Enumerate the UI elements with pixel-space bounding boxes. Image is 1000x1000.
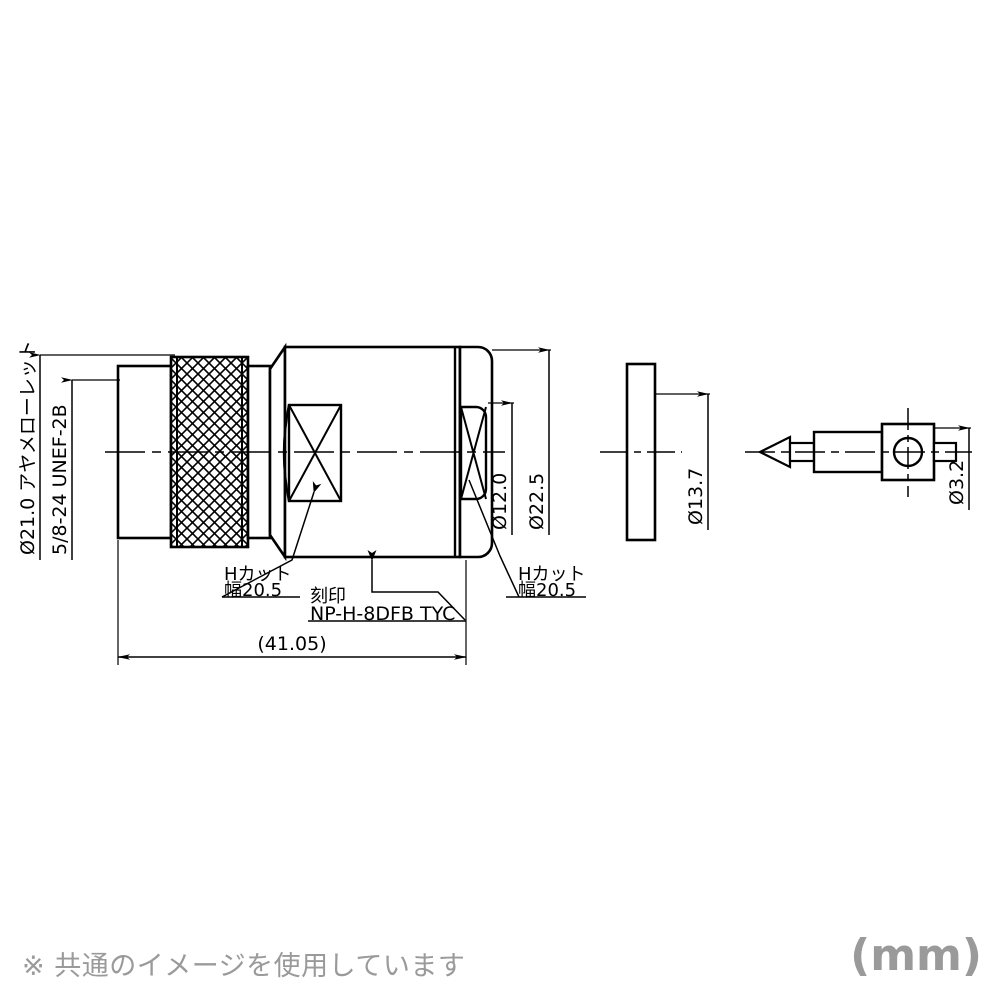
hcut-left-label-line2: 幅20.5 — [224, 580, 282, 601]
callout-stamp: 刻印 NP-H-8DFB TYC — [308, 550, 466, 625]
dimension-knurl-diameter: Ø21.0 アヤメローレット — [17, 340, 175, 560]
bore-diameter-label: Ø12.0 — [489, 473, 511, 530]
footnote-text: ※ 共通のイメージを使用しています — [22, 951, 466, 982]
dimension-thread-spec: 5/8-24 UNEF-2B — [49, 377, 120, 560]
thread-spec-label: 5/8-24 UNEF-2B — [49, 404, 71, 555]
body-diameter-label: Ø22.5 — [526, 473, 548, 530]
dimension-pin-diameter: Ø3.2 — [934, 425, 971, 510]
hcut-flat-right — [459, 405, 488, 501]
stamp-text-label: NP-H-8DFB TYC — [310, 603, 455, 625]
knurl-diameter-label: Ø21.0 アヤメローレット — [17, 340, 39, 555]
callout-hcut-left: Hカット 幅20.5 — [221, 481, 322, 601]
hcut-right-label-line2: 幅20.5 — [518, 580, 576, 601]
callout-hcut-right: Hカット 幅20.5 — [468, 479, 586, 601]
dimension-bore-diameter: Ø12.0 — [488, 400, 514, 535]
gasket-diameter-label: Ø13.7 — [685, 468, 707, 525]
gasket-view: Ø13.7 — [600, 362, 710, 542]
hcut-flat-left — [282, 403, 343, 503]
dimension-overall-length: (41.05) — [117, 540, 467, 665]
dimension-body-diameter: Ø22.5 — [492, 347, 551, 535]
hcut-right-label-line1: Hカット — [518, 564, 586, 585]
center-pin-view: Ø3.2 — [745, 408, 972, 510]
dimension-gasket-diameter: Ø13.7 — [655, 391, 710, 530]
hcut-left-label-line1: Hカット — [224, 564, 292, 585]
connector-main-view — [105, 342, 505, 562]
pin-diameter-label: Ø3.2 — [946, 460, 968, 505]
overall-length-label: (41.05) — [257, 633, 326, 655]
stamp-caption-label: 刻印 — [310, 586, 346, 607]
unit-label: (mm) — [850, 930, 982, 981]
